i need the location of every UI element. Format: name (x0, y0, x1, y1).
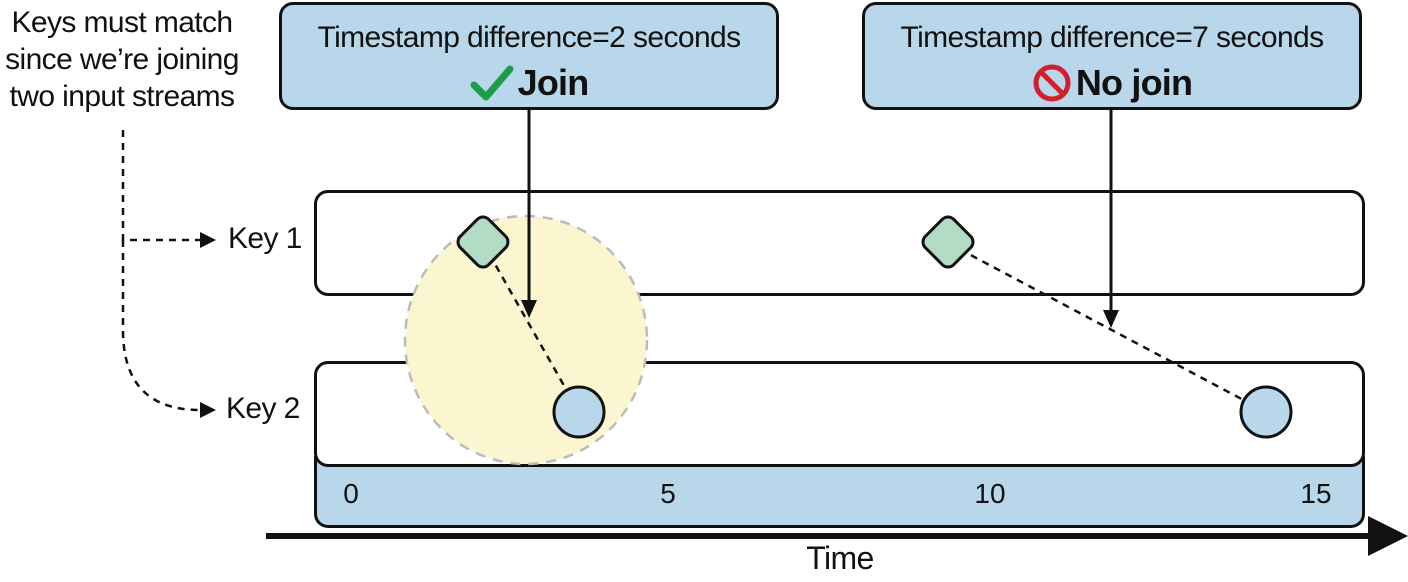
tick-label-15: 15 (1300, 478, 1332, 509)
key-2-label: Key 2 (226, 392, 300, 425)
annotation-line-3: two input streams (9, 80, 236, 113)
no-join-verdict: No join (865, 61, 1359, 105)
annotation-connector (121, 130, 200, 242)
join-verdict: Join (282, 61, 776, 105)
join-timestamp-text: Timestamp difference=2 seconds (317, 21, 741, 54)
key-1-lane (314, 190, 1365, 296)
key-2-arrowhead (200, 402, 216, 418)
key-2-lane (314, 361, 1365, 467)
no-join-verdict-label: No join (1075, 62, 1193, 103)
time-axis-arrowhead (1368, 516, 1408, 556)
tick-label-10: 10 (974, 478, 1006, 509)
check-icon (470, 63, 514, 103)
tick-label-5: 5 (660, 478, 676, 509)
annotation-line-1: Keys must match (11, 6, 233, 39)
time-scale-bar (314, 456, 1365, 528)
time-axis-title: Time (806, 540, 874, 576)
join-verdict-label: Join (517, 62, 590, 103)
key-1-arrowhead (200, 232, 216, 248)
join-pointer-arrowhead (521, 300, 537, 318)
tick-label-0: 0 (343, 478, 359, 509)
annotation-connector-key-2 (121, 240, 201, 412)
annotation-line-2: since we’re joining (5, 43, 239, 76)
no-join-timestamp-text: Timestamp difference=7 seconds (900, 21, 1324, 54)
key-1-label: Key 1 (228, 222, 302, 255)
annotation-note: Keys must match since we’re joining two … (0, 4, 244, 115)
prohibited-icon (1032, 63, 1072, 103)
no-join-callout: Timestamp difference=7 seconds No join (862, 2, 1362, 110)
join-callout: Timestamp difference=2 seconds Join (279, 2, 779, 110)
no-join-pointer-arrowhead (1103, 310, 1119, 328)
